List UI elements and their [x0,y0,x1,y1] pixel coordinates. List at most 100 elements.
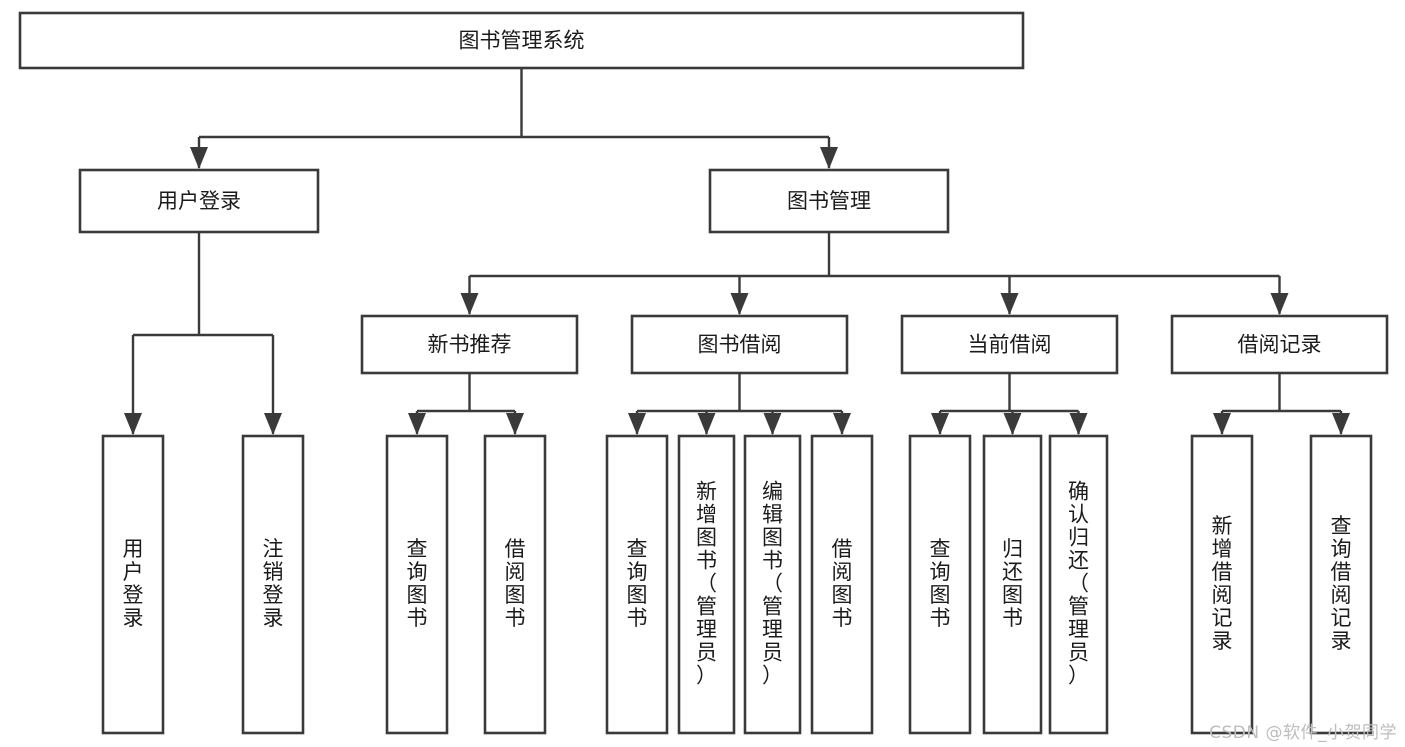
node-leaf-user-login-label-char: 户 [123,560,144,584]
arrow-head-leaf-book-borrow-3 [833,413,851,435]
node-borrow-record[interactable]: 借阅记录 [1170,314,1389,375]
node-leaf-query-book-bw-label-char: 询 [627,560,648,584]
arrow-head-leaf-user-login-1 [264,413,282,435]
node-leaf-borrow-book-bw-label-char: 借 [832,537,853,561]
node-leaf-confirm-return-admin-label-char: 员 [1068,641,1089,665]
node-leaf-edit-book-admin-label-char: （ [762,572,783,596]
node-root-root[interactable]: 图书管理系统 [18,11,1025,70]
node-leaf-borrow-book-rec-label-char: 书 [505,606,526,630]
node-leaf-add-borrow-record-label-char: 增 [1212,537,1233,561]
connectors-layer [124,68,1350,435]
node-leaf-user-logout-label-char: 录 [263,606,284,630]
node-leaf-add-book-admin-label-char: ） [696,664,717,688]
node-book-manage-box [708,168,950,234]
arrow-head-leaf-borrow-record-1 [1332,413,1350,435]
node-leaf-borrow-book-bw-label-char: 书 [832,606,853,630]
node-leaf-confirm-return-admin-label-char: 归 [1068,526,1089,550]
node-leaf-query-borrow-record-label-char: 询 [1331,537,1352,561]
node-borrow-record-label: 借阅记录 [1238,333,1322,357]
node-leaf-return-book-label-char: 归 [1002,537,1023,561]
node-book-borrow-box [630,314,849,375]
node-leaf-edit-book-admin-box [743,434,802,735]
node-leaf-query-book-bw-box [605,434,669,735]
arrow-head-leaf-new-book-recommend-0 [408,413,426,435]
node-book-manage-label: 图书管理 [787,189,871,213]
node-leaf-add-book-admin-label-char: 图 [696,526,717,550]
node-leaf-borrow-book-bw-label-char: 阅 [832,560,853,584]
node-user-login[interactable]: 用户登录 [78,168,320,234]
node-leaf-add-borrow-record-label-char: 录 [1212,629,1233,653]
arrow-head-level3-0 [460,293,479,315]
node-leaf-borrow-book-rec-box [483,434,547,735]
node-leaf-add-book-admin-label-char: 书 [696,549,717,573]
node-leaf-query-book-rec-label-char: 书 [407,606,428,630]
node-leaf-edit-book-admin-label-char: 员 [762,641,783,665]
node-leaf-query-book-bw-label-char: 书 [627,606,648,630]
arrow-head-leaf-book-borrow-1 [697,413,716,435]
node-root-root-label: 图书管理系统 [459,29,585,53]
node-leaf-edit-book-admin-label-char: 编 [762,480,783,504]
node-new-book-recommend-box [360,314,579,375]
node-leaf-query-borrow-record-label-char: 记 [1331,606,1352,630]
node-leaf-confirm-return-admin-label-char: （ [1068,572,1089,596]
node-leaf-add-book-admin-label-char: 理 [696,618,717,642]
node-leaf-add-borrow-record-label-char: 记 [1212,606,1233,630]
node-leaf-return-book-label-char: 图 [1002,583,1023,607]
arrow-head-leaf-new-book-recommend-1 [506,413,524,435]
arrow-head-level3-2 [1000,293,1019,315]
node-leaf-add-book-admin-label-char: 员 [696,641,717,665]
node-leaf-confirm-return-admin-label-char: 理 [1068,618,1089,642]
node-leaf-query-book-cur-label-char: 查 [930,537,951,561]
node-leaf-query-book-bw-label-char: 查 [627,537,648,561]
node-leaf-confirm-return-admin-label-char: 还 [1068,549,1089,573]
nodes-layer: 图书管理系统用户登录图书管理新书推荐图书借阅当前借阅借阅记录用户登录注销登录查询… [18,11,1389,735]
node-leaf-borrow-book-rec-label-char: 阅 [505,560,526,584]
node-leaf-confirm-return-admin-box [1048,434,1109,735]
node-leaf-user-login[interactable]: 用户登录 [101,434,165,735]
node-leaf-query-book-rec-label-char: 询 [407,560,428,584]
node-leaf-user-login-label-char: 录 [123,606,144,630]
node-book-borrow[interactable]: 图书借阅 [630,314,849,375]
arrow-head-level3-3 [1270,293,1289,315]
csdn-watermark: CSDN @软件_小贺同学 [1209,723,1397,743]
node-leaf-query-book-cur-label-char: 书 [930,606,951,630]
node-leaf-query-book-cur-label-char: 图 [930,583,951,607]
node-book-manage[interactable]: 图书管理 [708,168,950,234]
node-leaf-confirm-return-admin-label-char: 确 [1068,480,1089,504]
node-leaf-return-book-label-char: 书 [1002,606,1023,630]
node-leaf-user-logout-label-char: 登 [263,583,284,607]
node-leaf-query-borrow-record-box [1309,434,1373,735]
node-leaf-add-borrow-record-label-char: 阅 [1212,583,1233,607]
node-user-login-box [78,168,320,234]
node-leaf-edit-book-admin-label-char: 书 [762,549,783,573]
node-leaf-query-book-bw-label-char: 图 [627,583,648,607]
node-leaf-user-logout-label-char: 销 [263,560,284,584]
node-current-borrow[interactable]: 当前借阅 [900,314,1119,375]
node-leaf-confirm-return-admin-label-char: 认 [1068,503,1089,527]
node-leaf-return-book-box [982,434,1043,735]
node-leaf-query-borrow-record-label-char: 录 [1331,629,1352,653]
node-new-book-recommend[interactable]: 新书推荐 [360,314,579,375]
node-leaf-add-book-admin-label-char: 新 [696,480,717,504]
arrow-head-leaf-borrow-record-0 [1213,413,1231,435]
arrow-head-level2-0 [190,147,208,169]
node-new-book-recommend-label: 新书推荐 [428,333,512,357]
node-leaf-user-login-box [101,434,165,735]
node-leaf-edit-book-admin-label-char: 理 [762,618,783,642]
node-leaf-edit-book-admin-label-char: ） [762,664,783,688]
node-leaf-user-logout-box [241,434,305,735]
